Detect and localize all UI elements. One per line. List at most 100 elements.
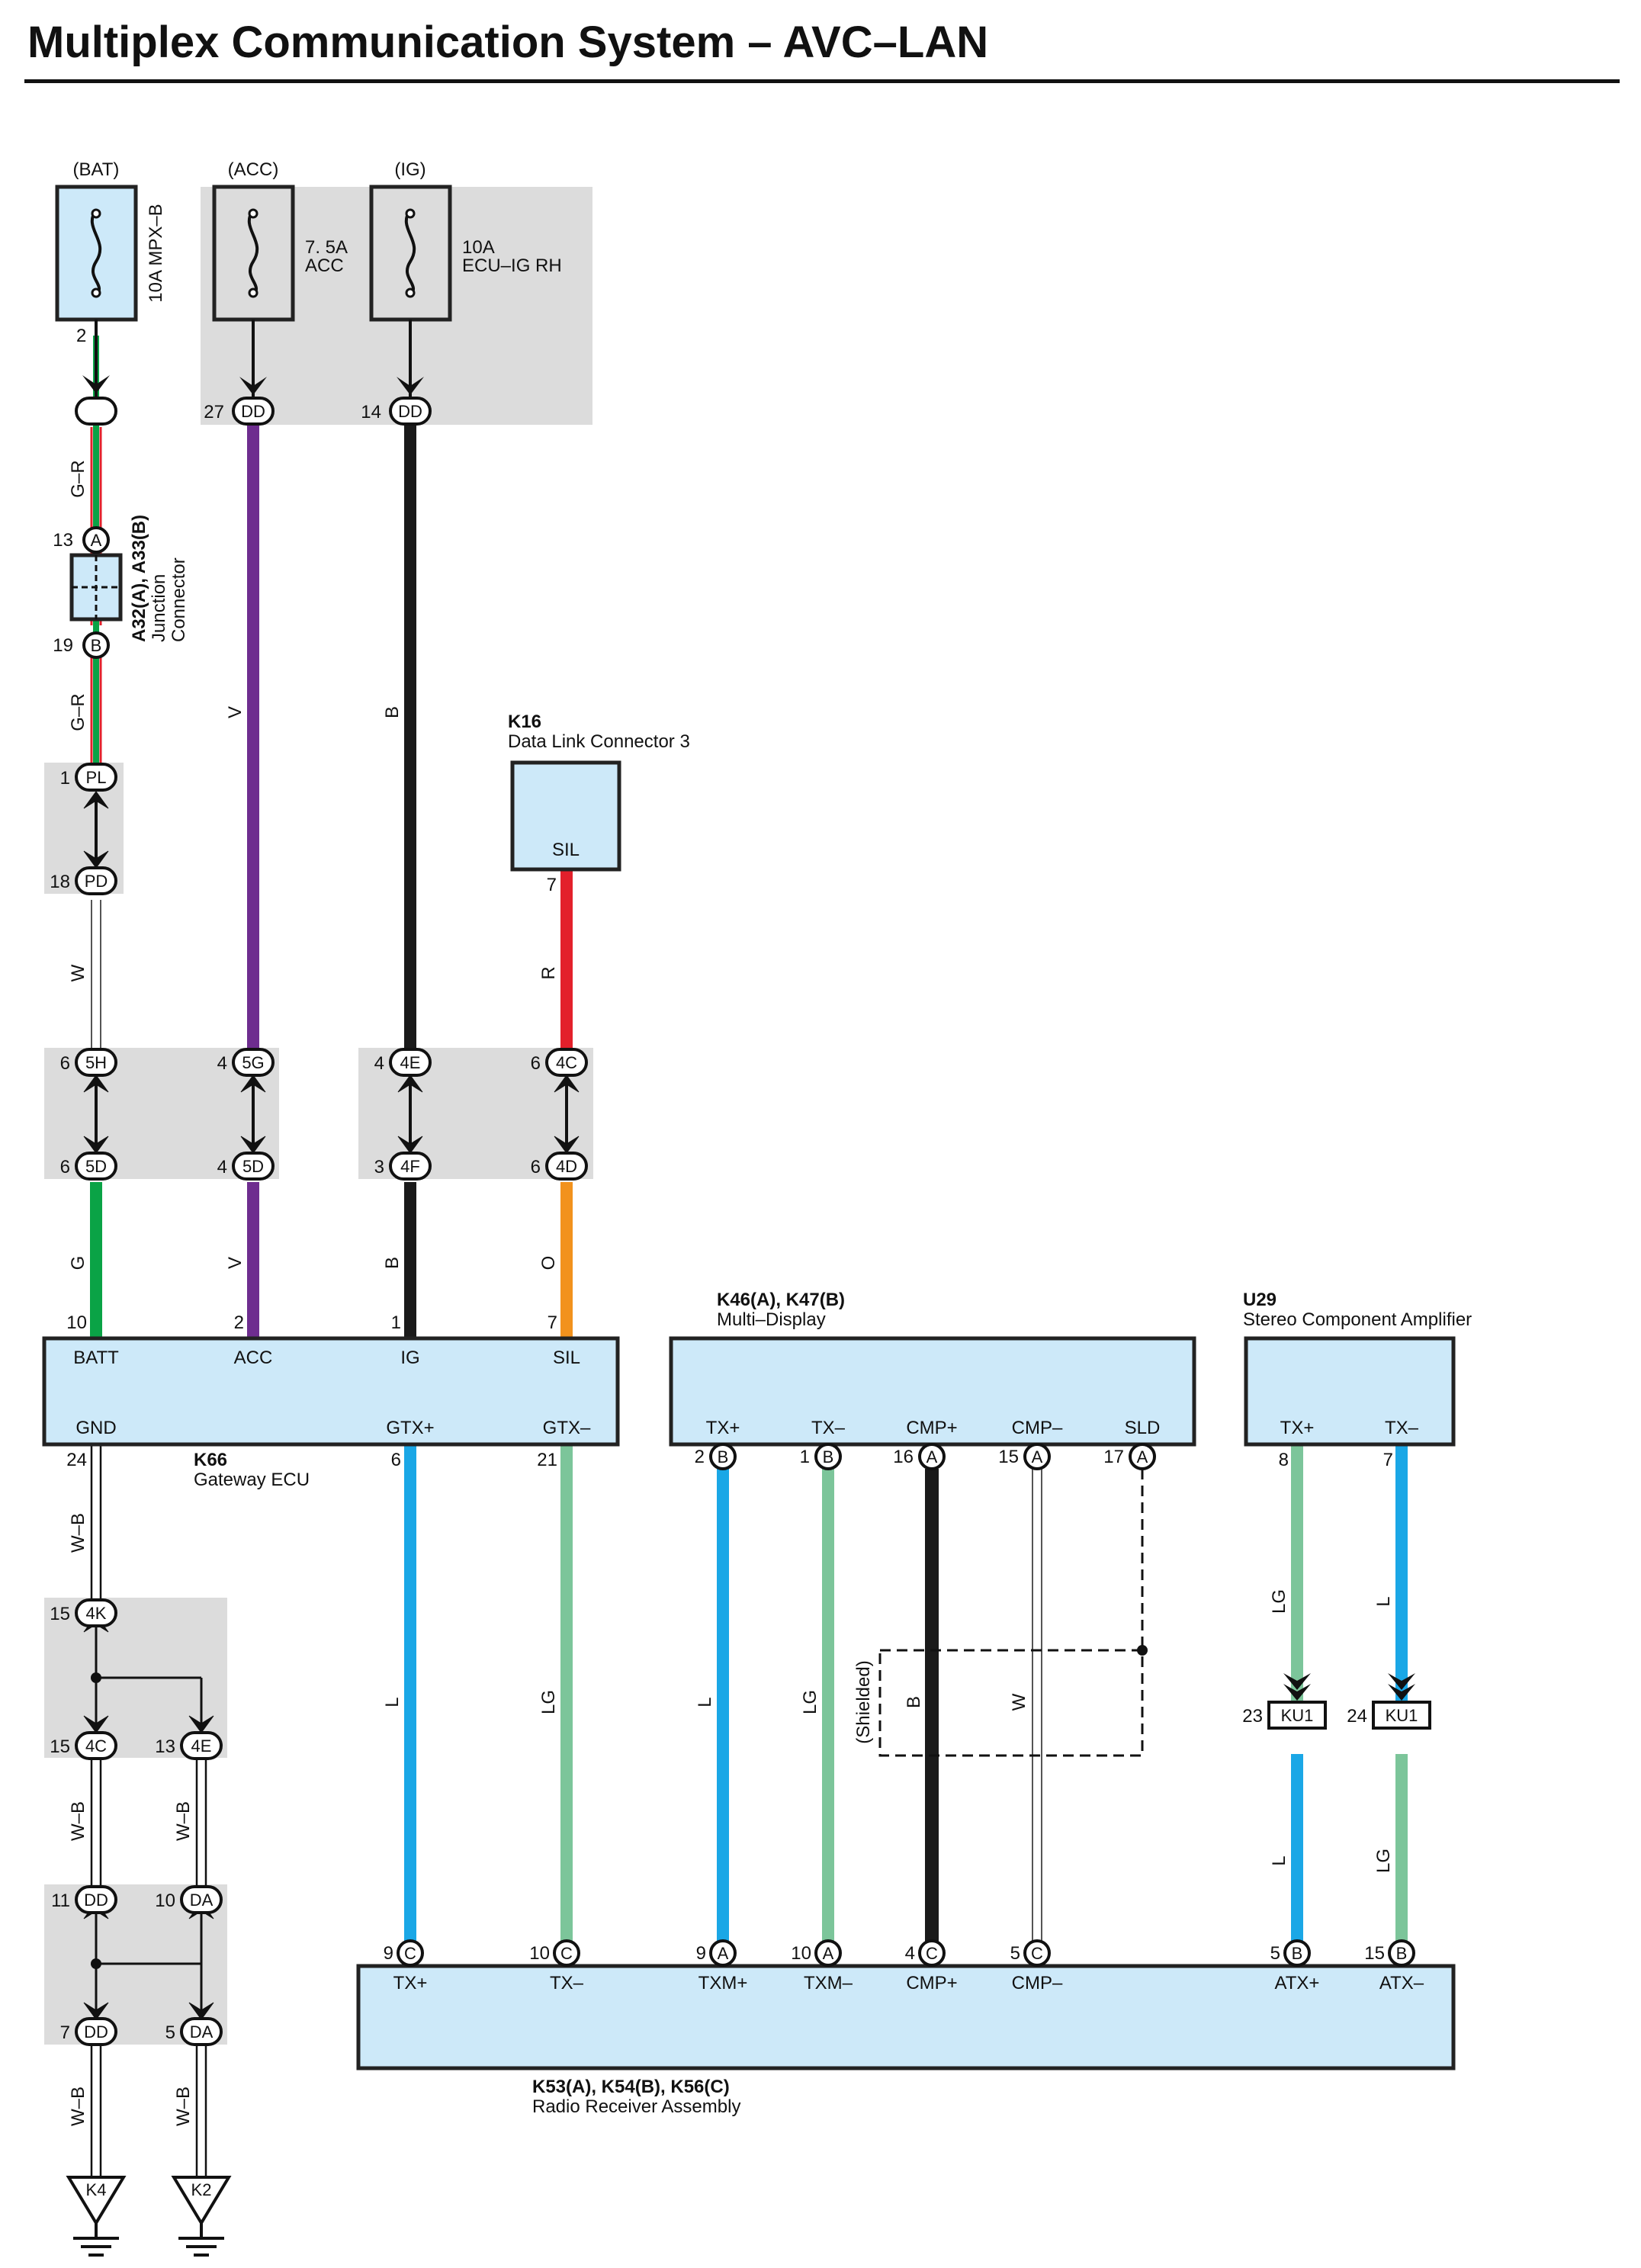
svg-text:15: 15 xyxy=(1364,1943,1385,1964)
gateway-term-acc: ACC xyxy=(234,1348,273,1368)
md-conn: A xyxy=(1137,1447,1148,1466)
wire-label: R xyxy=(538,966,559,979)
wire-color-labels: G–R G–R W G V V B B R O W–B W–B W–B W–B … xyxy=(68,460,1394,2126)
md-term-cmp-plus: CMP+ xyxy=(906,1418,957,1438)
connector-pills xyxy=(75,397,1431,2046)
gateway-pin-ig: 1 xyxy=(391,1312,401,1333)
connector-code: DD xyxy=(84,1891,108,1910)
gateway-term-batt: BATT xyxy=(73,1348,119,1368)
shield-outline xyxy=(878,1469,1144,1757)
connector-code: PL xyxy=(86,768,107,787)
junction-pin-bottom: 19 xyxy=(53,635,73,656)
fuse-label-mpx-b: 10A MPX–B xyxy=(146,204,166,302)
data-link-name: Data Link Connector 3 xyxy=(508,731,690,752)
connector-pin: 15 xyxy=(50,1736,70,1757)
shield-ground-dot xyxy=(1137,1645,1148,1656)
md-term-tx-minus: TX– xyxy=(811,1418,846,1438)
connector-code: 4C xyxy=(85,1736,107,1756)
amplifier-name: Stereo Component Amplifier xyxy=(1243,1309,1472,1330)
connector-pin: 11 xyxy=(51,1891,70,1911)
md-pin: 17 xyxy=(1103,1447,1124,1467)
connector-pin: 24 xyxy=(1347,1706,1367,1727)
radio-receiver-name: Radio Receiver Assembly xyxy=(532,2096,740,2117)
junction-conn-top: A xyxy=(91,531,102,550)
fuse-source-ig: (IG) xyxy=(394,159,426,180)
svg-text:C: C xyxy=(404,1944,416,1963)
connector-code: DD xyxy=(241,402,265,421)
md-term-tx-plus: TX+ xyxy=(706,1418,740,1438)
connector-code: 5D xyxy=(242,1157,264,1176)
fuse-ecu-ig-rh xyxy=(369,185,452,398)
wire-label: B xyxy=(382,1257,403,1269)
svg-text:B: B xyxy=(1396,1944,1408,1963)
connector-labels: 27 DD 14 DD 1 PL 18 PD 6 5H 6 5D 4 5G 4 … xyxy=(50,402,1418,2043)
gateway-pin-sil: 7 xyxy=(548,1312,557,1333)
connector-pin: 23 xyxy=(1242,1706,1263,1727)
gateway-pin-acc: 2 xyxy=(234,1312,244,1333)
svg-text:A: A xyxy=(823,1944,834,1963)
wire-label: W–B xyxy=(68,1513,88,1553)
page-title: Multiplex Communication System – AVC–LAN xyxy=(27,18,989,67)
data-link-code: K16 xyxy=(508,712,541,732)
connector-code: 5D xyxy=(85,1157,107,1176)
gateway-ecu-box xyxy=(42,1336,620,1447)
svg-text:TX–: TX– xyxy=(550,1973,584,1993)
wire-w xyxy=(91,900,101,1060)
md-pin: 2 xyxy=(695,1447,705,1467)
md-term-sld: SLD xyxy=(1125,1418,1161,1438)
wire-label: O xyxy=(538,1256,559,1271)
svg-text:10: 10 xyxy=(529,1943,550,1964)
svg-text:9: 9 xyxy=(696,1943,706,1964)
ground-label-k4: K4 xyxy=(86,2180,107,2199)
connector-pin: 4 xyxy=(217,1053,227,1074)
wire-label: W–B xyxy=(173,2086,194,2126)
connector-code: DD xyxy=(398,402,422,421)
svg-text:TX+: TX+ xyxy=(393,1973,428,1993)
svg-text:10: 10 xyxy=(791,1943,811,1964)
arrow-chevrons xyxy=(82,375,1415,1701)
connector-pin: 5 xyxy=(165,2022,175,2043)
wire-label: L xyxy=(1373,1596,1394,1606)
gateway-term-gtx-plus: GTX+ xyxy=(386,1418,434,1438)
gateway-pin-batt: 10 xyxy=(66,1312,87,1333)
connector-circles xyxy=(82,526,1415,1967)
connector-code: PD xyxy=(85,872,108,891)
wire-label: V xyxy=(225,1257,246,1269)
svg-text:C: C xyxy=(560,1944,573,1963)
fuse-acc xyxy=(212,185,295,398)
connector-code: 5G xyxy=(242,1053,264,1072)
svg-text:ATX+: ATX+ xyxy=(1275,1973,1320,1993)
wire-label: G–R xyxy=(68,693,88,731)
gateway-term-gnd: GND xyxy=(75,1418,116,1438)
connector-pin: 15 xyxy=(50,1604,70,1624)
fuse-source-acc: (ACC) xyxy=(228,159,279,180)
junction-name-2: Connector xyxy=(169,557,189,642)
title-rule xyxy=(24,79,1620,83)
connector-pin: 3 xyxy=(374,1157,384,1177)
svg-text:5: 5 xyxy=(1270,1943,1280,1964)
data-link-terminal: SIL xyxy=(552,840,580,860)
junction-code: A32(A), A33(B) xyxy=(129,515,149,642)
connector-pin: 14 xyxy=(361,402,381,422)
connector-pin: 6 xyxy=(531,1053,541,1074)
connector-code: 5H xyxy=(85,1053,107,1072)
svg-text:5: 5 xyxy=(1010,1943,1020,1964)
svg-text:9: 9 xyxy=(384,1943,393,1964)
wire-label: W–B xyxy=(173,1801,194,1841)
fuse-source-bat: (BAT) xyxy=(73,159,120,180)
fuse-label-acc-name: ACC xyxy=(305,255,344,276)
wire-label: LG xyxy=(800,1690,820,1714)
gateway-term-ig: IG xyxy=(400,1348,419,1368)
wire-label: LG xyxy=(1373,1849,1394,1873)
md-pin: 1 xyxy=(800,1447,810,1467)
fuse-block-area xyxy=(201,187,592,425)
ground-label-k2: K2 xyxy=(191,2180,212,2199)
amp-pin: 7 xyxy=(1383,1450,1393,1470)
data-link-connector-box xyxy=(510,760,621,872)
wire-label: V xyxy=(225,706,246,718)
svg-text:B: B xyxy=(1292,1944,1303,1963)
amplifier-box xyxy=(1244,1336,1456,1447)
junction-name-1: Junction xyxy=(149,574,169,642)
connector-pin: 6 xyxy=(60,1053,70,1074)
